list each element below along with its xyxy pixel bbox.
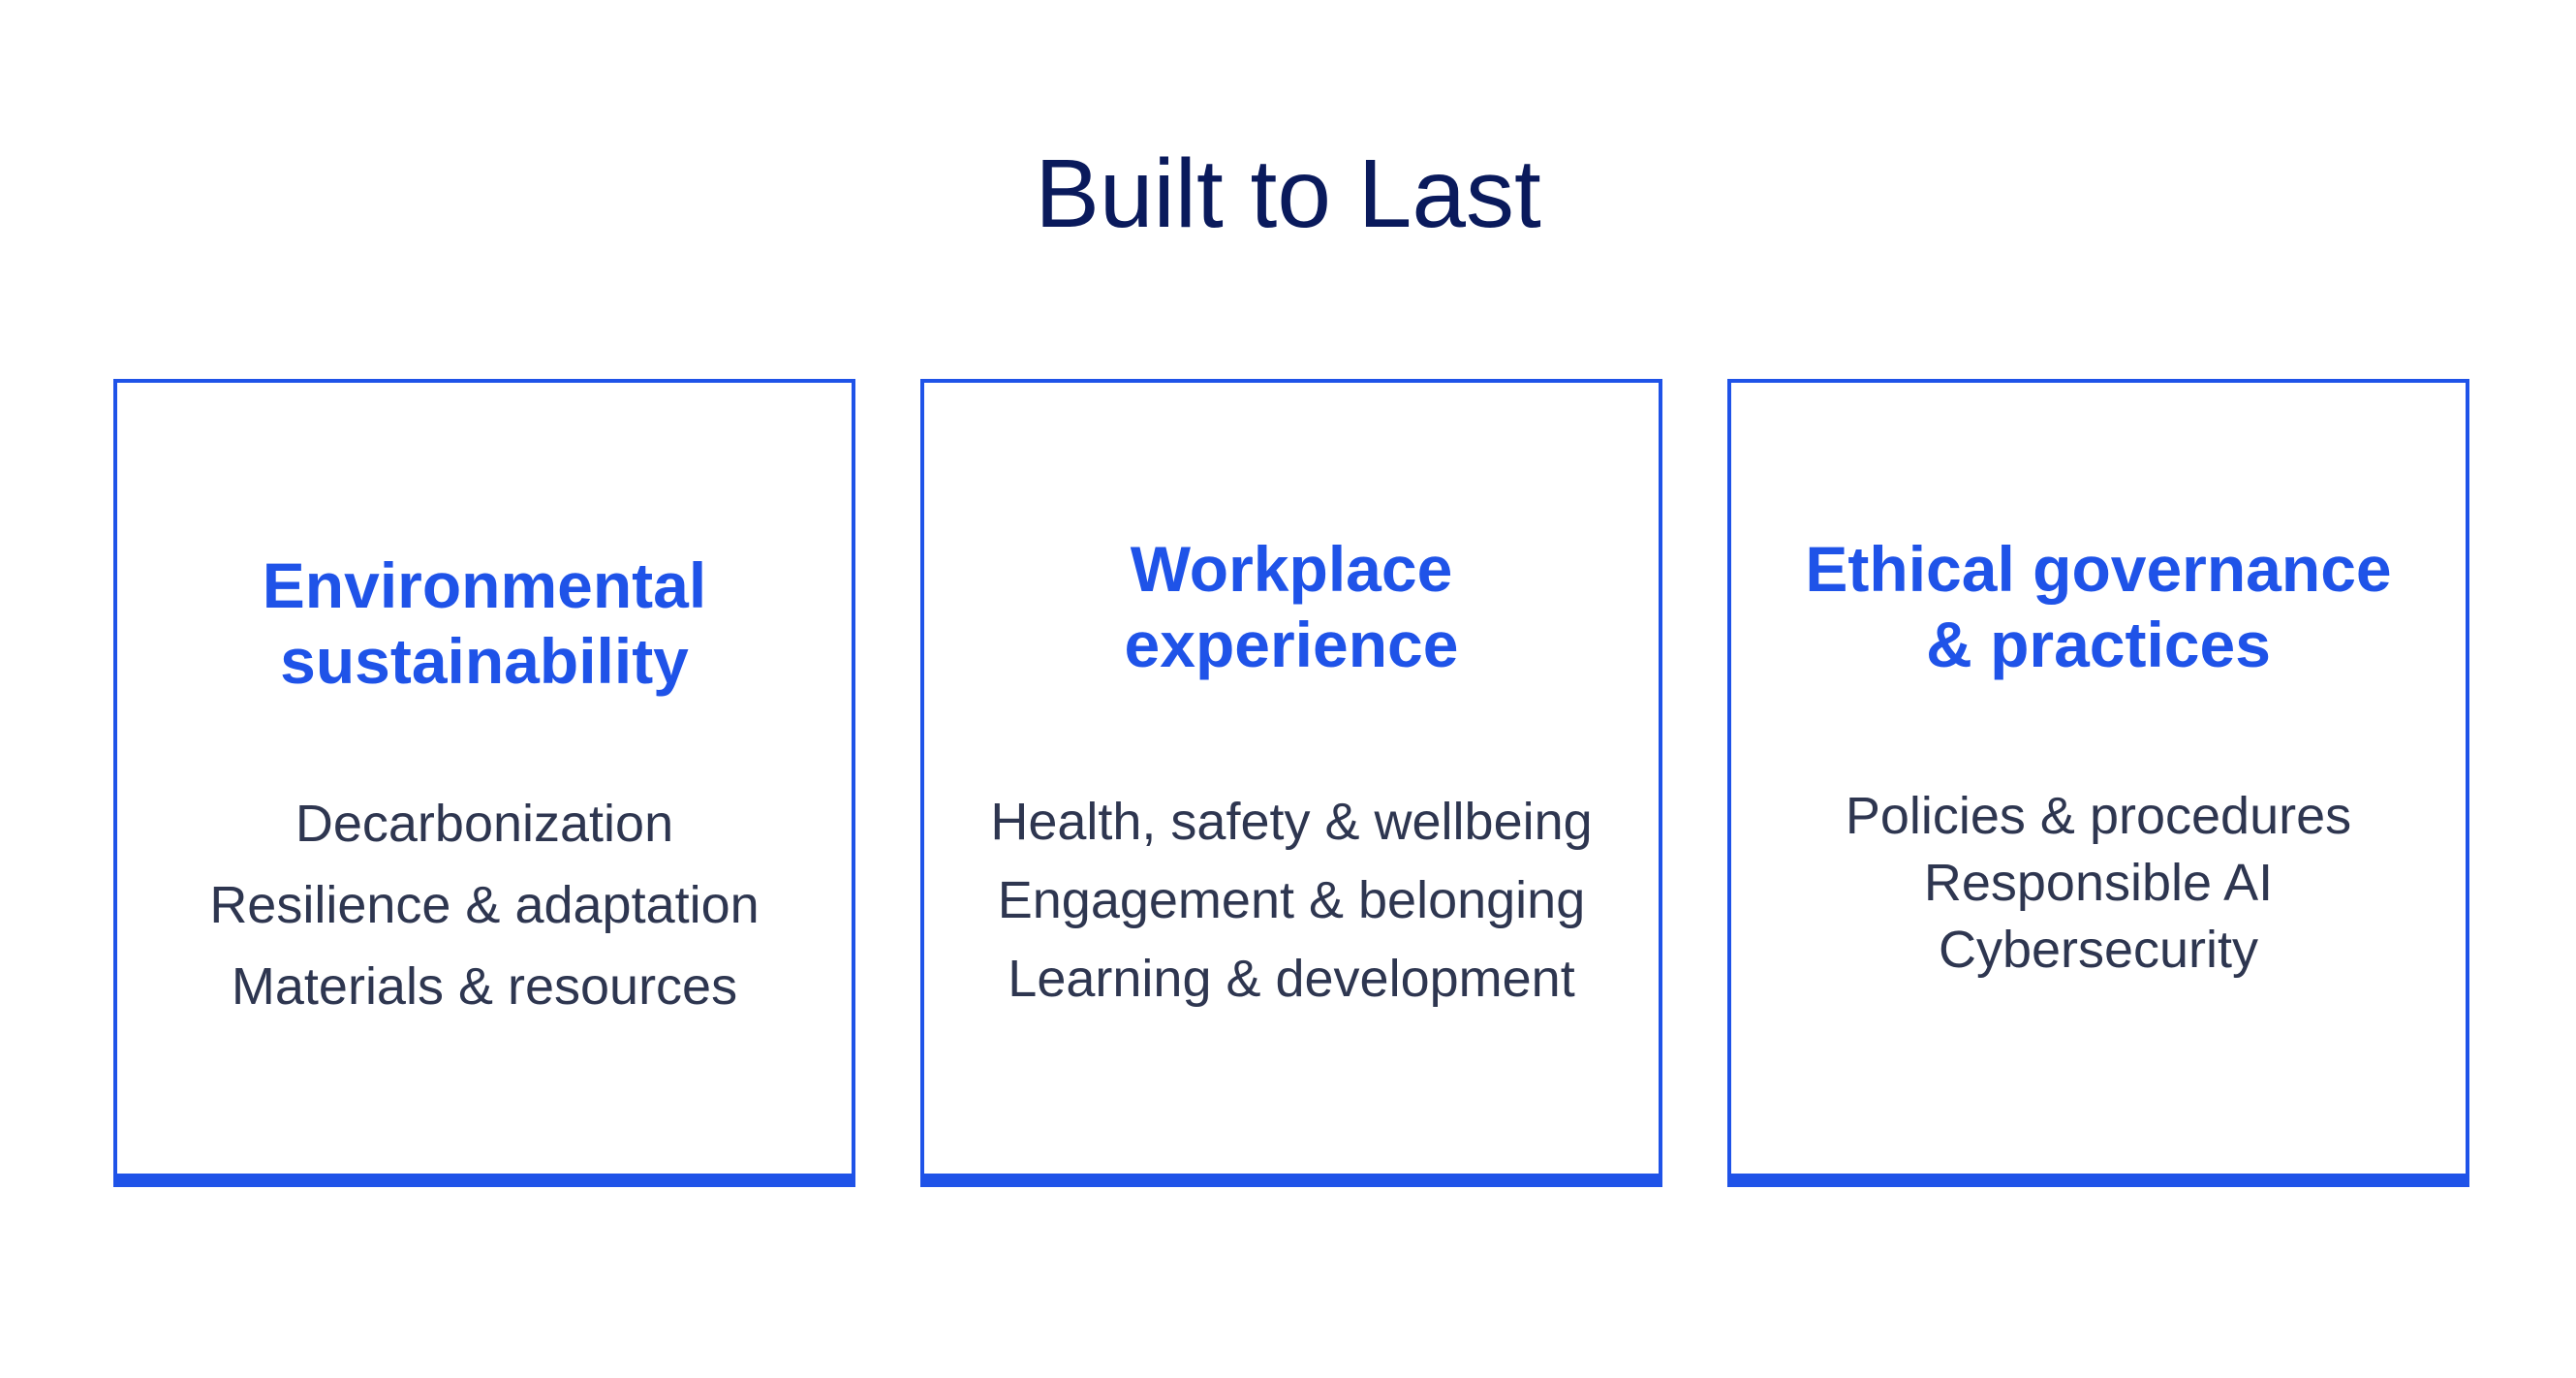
- list-item: Cybersecurity: [1938, 921, 2259, 979]
- pillar-heading-line: & practices: [1926, 609, 2271, 680]
- list-item: Responsible AI: [1923, 854, 2274, 912]
- list-item: Policies & procedures: [1845, 787, 2352, 845]
- list-item: Materials & resources: [231, 957, 738, 1016]
- list-item: Resilience & adaptation: [209, 876, 760, 934]
- pillar-item-list: Health, safety & wellbeing Engagement & …: [924, 783, 1659, 1018]
- pillar-item-list: Decarbonization Resilience & adaptation …: [117, 783, 852, 1027]
- list-item: Learning & development: [1008, 950, 1575, 1008]
- page-title: Built to Last: [1035, 140, 1541, 248]
- pillar-heading-line: Workplace: [1130, 533, 1453, 605]
- list-item: Health, safety & wellbeing: [990, 793, 1593, 851]
- pillar-heading-line: sustainability: [280, 625, 689, 697]
- pillar-item-list: Policies & procedures Responsible AI Cyb…: [1731, 783, 2466, 984]
- pillar-heading: Ethical governance & practices: [1731, 531, 2466, 682]
- pillar-heading-line: experience: [1124, 609, 1459, 680]
- pillar-heading: Workplace experience: [924, 531, 1659, 682]
- list-item: Decarbonization: [295, 795, 674, 853]
- pillar-card-environmental: Environmental sustainability Decarboniza…: [113, 379, 855, 1187]
- pillar-card-governance: Ethical governance & practices Policies …: [1727, 379, 2469, 1187]
- pillar-heading-line: Ethical governance: [1805, 533, 2392, 605]
- pillar-card-workplace: Workplace experience Health, safety & we…: [920, 379, 1662, 1187]
- pillar-heading-line: Environmental: [262, 549, 707, 621]
- list-item: Engagement & belonging: [997, 871, 1586, 929]
- pillar-heading: Environmental sustainability: [117, 548, 852, 699]
